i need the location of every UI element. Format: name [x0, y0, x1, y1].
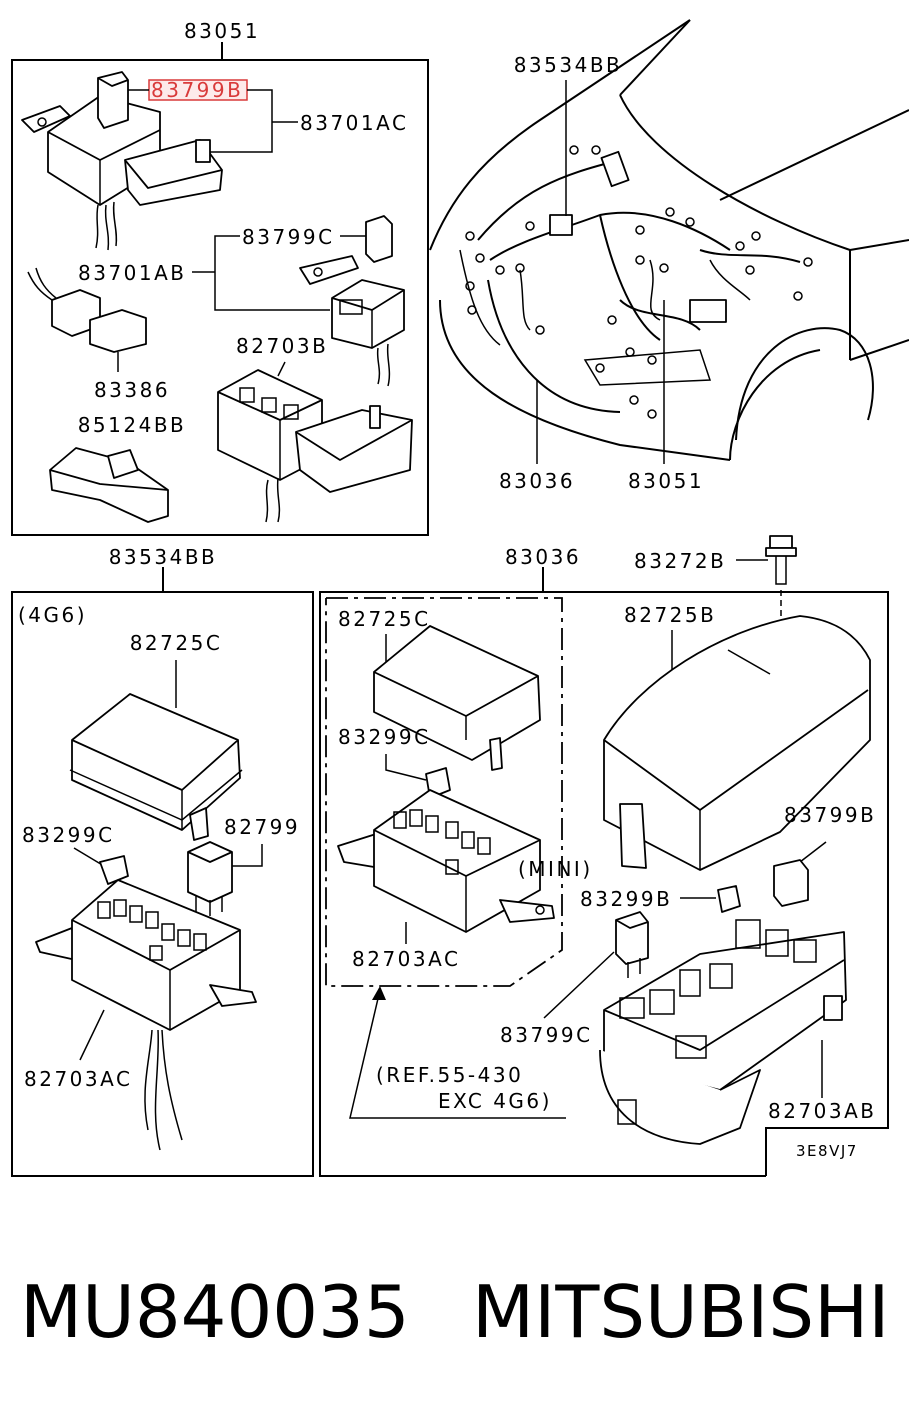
ref-note-line2: EXC 4G6) — [438, 1089, 552, 1113]
footer: MU840035 MITSUBISHI — [20, 1270, 889, 1354]
fuse-c-label: 83799C — [500, 1023, 593, 1047]
panel-main-fuse-box: 83036 83272B 82725C 83299C — [319, 535, 889, 1177]
brand-name: MITSUBISHI — [472, 1270, 889, 1354]
block-large-label: 82703AB — [768, 1099, 877, 1123]
panel-frame — [11, 59, 429, 536]
relay-box-label: 83051 — [628, 469, 704, 493]
fuse-c-label: 83799C — [242, 225, 335, 249]
cover-drawing — [69, 693, 243, 841]
highlighted-part-label[interactable]: 83799B — [151, 78, 243, 102]
relay-label: 82799 — [224, 815, 300, 839]
panel-header-label: 83534BB — [109, 545, 218, 569]
reference-arrow — [349, 989, 566, 1119]
fuse-label: 83299C — [22, 823, 115, 847]
block-large-drawing — [599, 919, 847, 1145]
cover-label: 82725C — [130, 631, 223, 655]
harness-label: 83036 — [499, 469, 575, 493]
panel-fuse-box-4g6: 83534BB (4G6) 82725C 83299C 82799 — [11, 545, 314, 1177]
panel-header-label: 83051 — [184, 19, 260, 43]
fuse-b-drawing — [773, 859, 809, 907]
cover-large-label: 82725B — [624, 603, 716, 627]
block-small-drawing — [337, 789, 555, 933]
fuse-299b-label: 83299B — [580, 887, 672, 911]
diagram-code: 3E8VJ7 — [796, 1142, 858, 1160]
panel-vehicle-location: 83534BB 83036 83051 — [429, 19, 909, 493]
connector-label: 83386 — [94, 378, 170, 402]
fuse-block-drawing — [217, 369, 413, 523]
panel-header-label: 83036 — [505, 545, 581, 569]
panel-relay-box: 83051 83799B 83701AC 83799C 83 — [11, 19, 429, 536]
fuse-block-drawing — [35, 879, 257, 1151]
relay-b-label: 83701AB — [78, 261, 187, 285]
cover-large-drawing — [603, 615, 871, 871]
connector-drawing — [27, 267, 147, 353]
fuse-c-drawing — [615, 911, 649, 978]
panel-frame — [319, 591, 889, 1177]
fuse-299b-drawing — [717, 885, 741, 913]
block-label: 82703B — [236, 334, 328, 358]
ref-note-line1: (REF.55-430 — [376, 1063, 523, 1087]
bolt-drawing — [765, 535, 797, 624]
sub-assembly-frame — [325, 597, 563, 987]
engine-note: (4G6) — [18, 603, 87, 627]
part-number: MU840035 — [20, 1270, 410, 1354]
relay-drawing — [187, 841, 233, 916]
block-small-label: 82703AC — [352, 947, 460, 971]
bracket-label: 85124BB — [78, 413, 187, 437]
fuse-drawing — [99, 855, 129, 885]
relay-bracket-drawing — [299, 215, 405, 387]
bolt-label: 83272B — [634, 549, 726, 573]
wiring-harness-drawing — [465, 145, 813, 419]
fuse-small-label: 83299C — [338, 725, 431, 749]
relay-assembly-drawing — [21, 71, 223, 251]
mini-note: (MINI) — [518, 857, 593, 881]
vehicle-outline-drawing — [429, 19, 909, 461]
block-label: 82703AC — [24, 1067, 132, 1091]
box-top-label: 83534BB — [514, 53, 623, 77]
bracket-drawing — [49, 447, 169, 523]
fuse-b-label: 83799B — [784, 803, 876, 827]
relay-a-label: 83701AC — [300, 111, 408, 135]
cover-small-label: 82725C — [338, 607, 431, 631]
cover-small-drawing — [373, 625, 541, 771]
